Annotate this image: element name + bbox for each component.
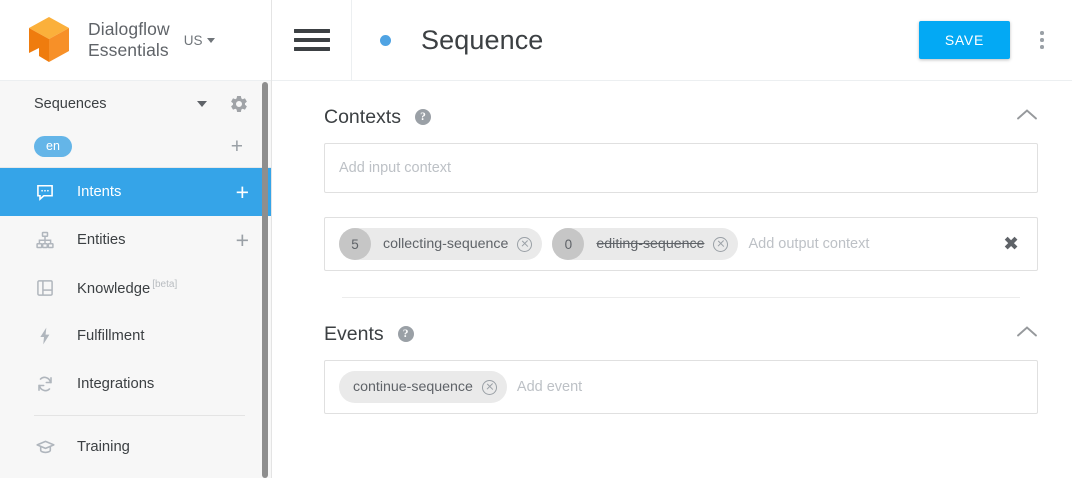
agent-block: Sequences en +: [0, 81, 271, 168]
input-context-field[interactable]: Add input context: [324, 143, 1038, 193]
page-title: Sequence: [421, 24, 544, 55]
gear-icon[interactable]: [229, 94, 249, 114]
brand-line-2: Essentials: [88, 40, 169, 60]
sidebar-item-label: Training: [77, 439, 130, 455]
nav-divider: [34, 415, 245, 416]
sidebar-item-label: Knowledge[beta]: [77, 279, 177, 297]
knowledge-text: Knowledge: [77, 280, 151, 297]
brand-name: Dialogflow Essentials: [88, 19, 170, 61]
topbar-divider: [351, 0, 352, 81]
output-context-placeholder: Add output context: [748, 236, 870, 252]
chip-lifespan-count: 5: [339, 228, 371, 260]
main-panel: Sequence SAVE Contexts ?: [272, 0, 1072, 478]
knowledge-book-icon: [34, 277, 56, 299]
events-title: Events: [324, 322, 384, 345]
sidebar-item-intents[interactable]: Intents +: [0, 168, 271, 216]
sidebar-item-entities[interactable]: Entities +: [0, 216, 271, 264]
contexts-title: Contexts: [324, 105, 401, 128]
sidebar-nav: Intents + Entities +: [0, 168, 271, 471]
dialogflow-cube-logo-icon: [26, 15, 72, 65]
fulfillment-bolt-icon: [34, 325, 56, 347]
events-section: Events ? continue-sequence Add event: [272, 298, 1072, 414]
agent-name: Sequences: [34, 95, 107, 112]
sidebar-scrollbar[interactable]: [262, 82, 268, 478]
topbar: Sequence SAVE: [272, 0, 1072, 81]
save-button[interactable]: SAVE: [918, 21, 1010, 59]
events-header: Events ?: [324, 298, 1038, 354]
add-intent-button[interactable]: +: [235, 178, 249, 205]
contexts-header: Contexts ?: [324, 81, 1038, 137]
region-label: US: [183, 32, 203, 48]
sidebar-item-label: Integrations: [77, 376, 155, 392]
integrations-sync-icon: [34, 373, 56, 395]
add-language-button[interactable]: +: [230, 135, 243, 158]
chevron-down-icon: [206, 37, 215, 43]
brand-header: Dialogflow Essentials US: [0, 0, 271, 81]
sidebar-item-label: Intents: [77, 184, 122, 200]
remove-chip-icon[interactable]: [517, 236, 533, 252]
add-entity-button[interactable]: +: [235, 226, 249, 253]
section-divider: [342, 297, 1020, 298]
chevron-up-icon[interactable]: [1016, 325, 1038, 343]
intents-chat-icon: [34, 181, 56, 203]
remove-chip-icon[interactable]: [713, 236, 729, 252]
context-chip[interactable]: 5 collecting-sequence: [339, 228, 543, 260]
context-chip[interactable]: 0 editing-sequence: [552, 228, 739, 260]
agent-selector[interactable]: Sequences: [0, 81, 271, 126]
chip-lifespan-count: 0: [552, 228, 585, 260]
language-pill-en[interactable]: en: [34, 136, 72, 157]
sidebar-item-fulfillment[interactable]: Fulfillment: [0, 312, 271, 360]
sidebar-item-label: Entities: [77, 232, 126, 248]
language-row: en +: [0, 126, 271, 168]
beta-badge: [beta]: [152, 279, 178, 291]
event-chip[interactable]: continue-sequence: [339, 371, 507, 403]
contexts-section: Contexts ? Add input context 5 collectin…: [272, 81, 1072, 298]
events-field[interactable]: continue-sequence Add event: [324, 360, 1038, 414]
chip-label: continue-sequence: [353, 379, 473, 395]
sidebar-item-training[interactable]: Training: [0, 423, 271, 471]
input-context-placeholder: Add input context: [339, 160, 452, 176]
chevron-up-icon[interactable]: [1016, 108, 1038, 126]
chevron-down-icon[interactable]: [197, 100, 207, 107]
hamburger-menu-icon[interactable]: [294, 27, 330, 53]
brand-line-1: Dialogflow: [88, 19, 170, 39]
unsaved-status-dot: [380, 34, 391, 46]
sidebar-item-knowledge[interactable]: Knowledge[beta]: [0, 264, 271, 312]
clear-output-contexts-button[interactable]: ✖: [1003, 232, 1019, 255]
sidebar-item-label: Fulfillment: [77, 328, 145, 344]
help-icon[interactable]: ?: [397, 326, 414, 342]
kebab-menu-icon[interactable]: [1024, 20, 1060, 60]
sidebar: Dialogflow Essentials US Sequences en: [0, 0, 272, 478]
remove-chip-icon[interactable]: [481, 379, 497, 395]
chip-label: collecting-sequence: [383, 236, 509, 252]
sidebar-item-integrations[interactable]: Integrations: [0, 360, 271, 408]
help-icon[interactable]: ?: [414, 109, 431, 125]
region-selector[interactable]: US: [184, 33, 215, 48]
output-context-field[interactable]: 5 collecting-sequence 0 editing-sequence…: [324, 217, 1038, 271]
content-area: Contexts ? Add input context 5 collectin…: [272, 81, 1072, 477]
chip-label: editing-sequence: [596, 236, 705, 252]
events-placeholder: Add event: [516, 379, 583, 395]
entities-hierarchy-icon: [34, 229, 56, 251]
training-cap-icon: [34, 436, 56, 458]
